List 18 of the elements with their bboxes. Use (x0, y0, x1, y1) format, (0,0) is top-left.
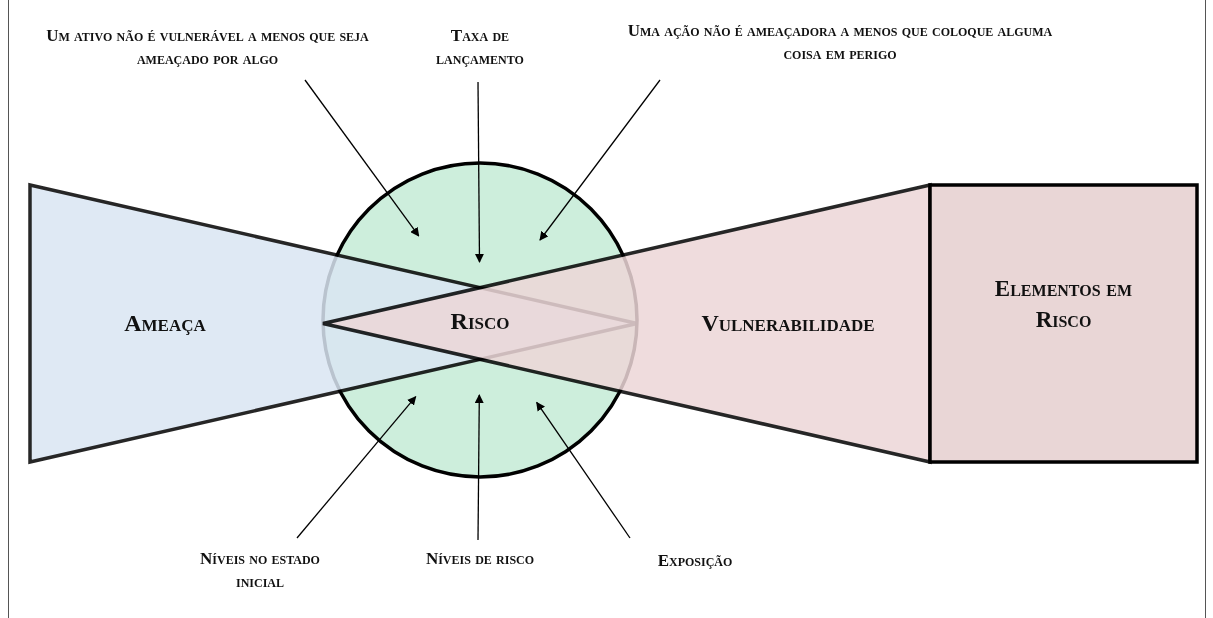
node-label: Risco (449, 307, 511, 336)
arrow (304, 79, 420, 237)
label-text: Exposição (656, 550, 734, 572)
vulnerability-wedge (323, 185, 930, 462)
node-label: Vulnerabilidade (700, 309, 876, 338)
node-label: Elementos em Risco (993, 275, 1134, 335)
label-text: Níveis no estado inicial (199, 548, 321, 593)
arrow (536, 401, 631, 539)
arrow (474, 81, 484, 263)
elements-at-risk-box (930, 185, 1197, 462)
arrow (539, 79, 661, 241)
node-label: Ameaça (123, 309, 207, 338)
label-text: Um ativo não é vulnerável a menos que seja ameaçado por algo (45, 25, 370, 70)
arrow (474, 394, 484, 541)
label-text: Níveis de risco (424, 548, 536, 570)
label-text: Taxa de lançamento (435, 25, 525, 70)
arrow (296, 395, 417, 539)
label-text: Uma ação não é ameaçadora a menos que coloque alguma coisa em perigo (626, 20, 1054, 65)
